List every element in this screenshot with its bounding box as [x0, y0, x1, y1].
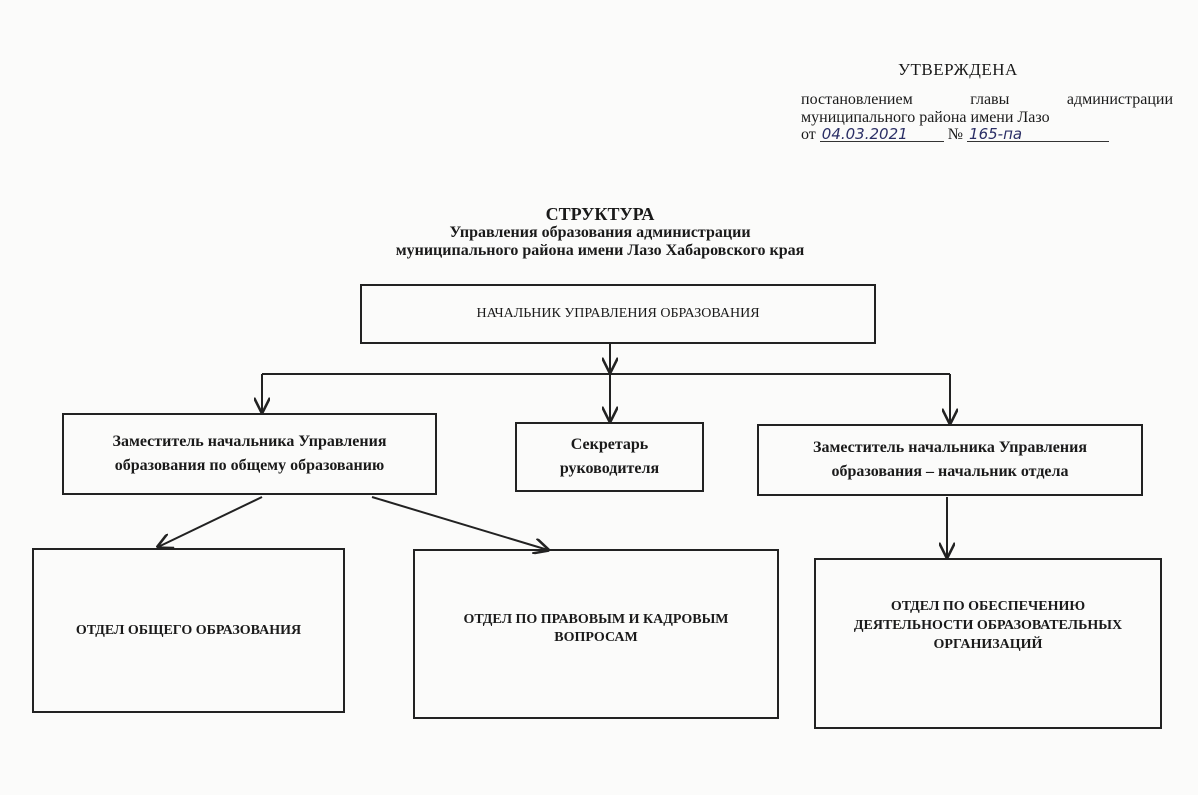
box-deputy-head-label: Заместитель начальника Управления образо…: [813, 439, 1087, 480]
approval-date-handwritten: 04.03.2021: [819, 127, 944, 142]
box-deputy-general-education-label: Заместитель начальника Управления образо…: [112, 433, 387, 474]
approval-line-3: от 04.03.2021 № 165-па: [801, 127, 1173, 143]
connector-deputy-to-general-dept: [158, 496, 263, 547]
box-dept-legal-hr-label: ОТДЕЛ ПО ПРАВОВЫМ И КАДРОВЫМ ВОПРОСАМ: [463, 612, 729, 645]
structure-subtitle-1: Управления образования администрации: [449, 224, 751, 241]
structure-subtitle-2: муниципального района имени Лазо Хабаров…: [395, 242, 805, 259]
approval-title: УТВЕРЖДЕНА: [898, 60, 1018, 79]
approval-from-label: от: [801, 126, 816, 143]
approval-number-label: №: [947, 126, 964, 143]
structure-title: СТРУКТУРА: [545, 204, 655, 224]
box-deputy-head: Заместитель начальника Управления образо…: [757, 424, 1143, 496]
connector-deputy-to-legal-dept: [371, 496, 548, 550]
box-deputy-general-education: Заместитель начальника Управления образо…: [62, 413, 437, 495]
box-dept-general-education: ОТДЕЛ ОБЩЕГО ОБРАЗОВАНИЯ: [32, 548, 345, 713]
box-dept-support-label: ОТДЕЛ ПО ОБЕСПЕЧЕНИЮ ДЕЯТЕЛЬНОСТИ ОБРАЗО…: [853, 599, 1123, 652]
box-secretary-label: Секретарь руководителя: [559, 436, 660, 477]
box-dept-general-education-label: ОТДЕЛ ОБЩЕГО ОБРАЗОВАНИЯ: [75, 622, 302, 638]
box-secretary: Секретарь руководителя: [515, 422, 704, 492]
box-dept-support: ОТДЕЛ ПО ОБЕСПЕЧЕНИЮ ДЕЯТЕЛЬНОСТИ ОБРАЗО…: [814, 558, 1162, 729]
approval-line-2: муниципального района имени Лазо: [801, 109, 1050, 126]
approval-number-handwritten: 165-па: [967, 127, 1110, 142]
box-chief: НАЧАЛЬНИК УПРАВЛЕНИЯ ОБРАЗОВАНИЯ: [360, 284, 876, 344]
approval-line-1: постановлением главы администрации: [801, 91, 1173, 108]
box-chief-label: НАЧАЛЬНИК УПРАВЛЕНИЯ ОБРАЗОВАНИЯ: [476, 306, 760, 321]
box-dept-legal-hr: ОТДЕЛ ПО ПРАВОВЫМ И КАДРОВЫМ ВОПРОСАМ: [413, 549, 779, 719]
